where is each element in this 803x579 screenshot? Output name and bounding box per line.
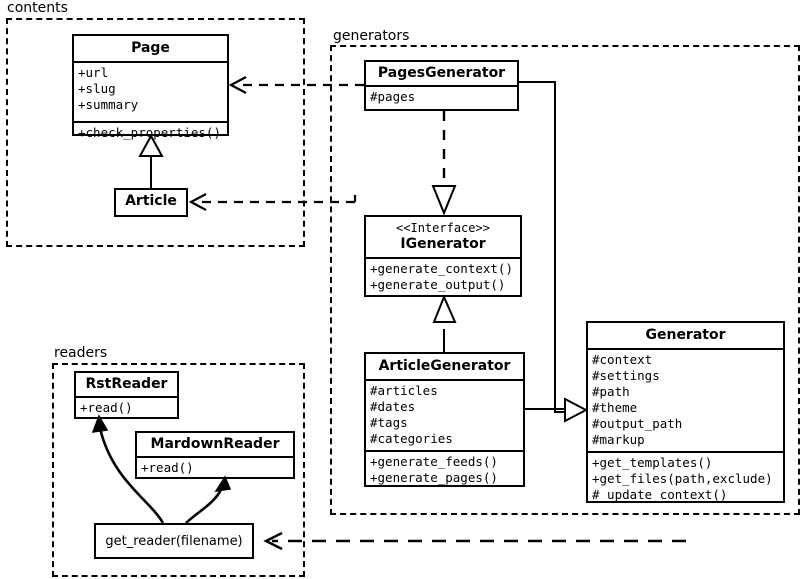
class-generator-attributes: #context #settings #path #theme #output_… xyxy=(588,348,783,451)
class-page[interactable]: Page +url +slug +summary +check_properti… xyxy=(72,34,229,140)
class-rst-reader-methods: +read() xyxy=(76,396,177,419)
class-article[interactable]: Article xyxy=(114,188,188,217)
method: +generate_output() xyxy=(370,277,506,293)
class-igenerator-methods: +generate_context() +generate_output() xyxy=(366,257,520,296)
method: +read() xyxy=(141,460,194,476)
attribute: +slug xyxy=(78,81,116,97)
class-igenerator-stereotype: <<Interface>> xyxy=(396,221,490,235)
class-article-generator-attributes: #articles #dates #tags #categories xyxy=(366,379,523,450)
package-contents xyxy=(6,18,305,247)
attribute: #dates xyxy=(370,399,416,415)
class-generator-title: Generator xyxy=(645,327,726,343)
class-pages-generator-attributes: #pages xyxy=(366,85,517,108)
package-contents-label: contents xyxy=(5,0,70,16)
attribute: +summary xyxy=(78,97,139,113)
function-get-reader-label: get_reader(filename) xyxy=(105,533,243,549)
class-article-generator[interactable]: ArticleGenerator #articles #dates #tags … xyxy=(364,352,525,487)
class-mardown-reader-title: MardownReader xyxy=(150,436,280,452)
attribute: #context xyxy=(592,352,653,368)
class-mardown-reader-methods: +read() xyxy=(137,456,293,479)
package-readers xyxy=(52,363,305,577)
class-mardown-reader[interactable]: MardownReader +read() xyxy=(135,431,295,479)
class-pages-generator[interactable]: PagesGenerator #pages xyxy=(364,60,519,111)
class-page-title: Page xyxy=(131,40,170,56)
class-article-generator-methods: +generate_feeds() +generate_pages() xyxy=(366,450,523,489)
method: +generate_pages() xyxy=(370,470,498,486)
attribute: #markup xyxy=(592,432,645,448)
class-rst-reader-title: RstReader xyxy=(85,376,168,392)
method: +generate_context() xyxy=(370,261,513,277)
method: +check_properties() xyxy=(78,125,221,141)
attribute: #articles xyxy=(370,383,438,399)
attribute: #pages xyxy=(370,89,416,105)
class-igenerator[interactable]: <<Interface>> IGenerator +generate_conte… xyxy=(364,215,522,297)
class-pages-generator-title: PagesGenerator xyxy=(377,65,506,81)
class-generator[interactable]: Generator #context #settings #path #them… xyxy=(586,321,785,503)
class-igenerator-title: IGenerator xyxy=(400,236,486,253)
attribute: #output_path xyxy=(592,416,683,432)
function-get-reader[interactable]: get_reader(filename) xyxy=(94,523,254,559)
class-page-methods: +check_properties() xyxy=(74,121,227,144)
attribute: #path xyxy=(592,384,630,400)
method: +get_templates() xyxy=(592,455,713,471)
class-page-attributes: +url +slug +summary xyxy=(74,61,227,121)
class-article-title: Article xyxy=(125,193,177,209)
method: #_update_context() xyxy=(592,487,728,503)
method: +read() xyxy=(80,400,133,416)
attribute: #categories xyxy=(370,431,453,447)
package-readers-label: readers xyxy=(52,345,110,361)
attribute: +url xyxy=(78,65,109,81)
attribute: #tags xyxy=(370,415,408,431)
method: +get_files(path,exclude) xyxy=(592,471,773,487)
class-rst-reader[interactable]: RstReader +read() xyxy=(74,371,179,419)
class-article-generator-title: ArticleGenerator xyxy=(378,358,511,374)
package-generators-label: generators xyxy=(331,28,412,44)
attribute: #theme xyxy=(592,400,638,416)
method: +generate_feeds() xyxy=(370,454,498,470)
class-generator-methods: +get_templates() +get_files(path,exclude… xyxy=(588,451,783,506)
attribute: #settings xyxy=(592,368,660,384)
package-generators xyxy=(330,45,800,515)
